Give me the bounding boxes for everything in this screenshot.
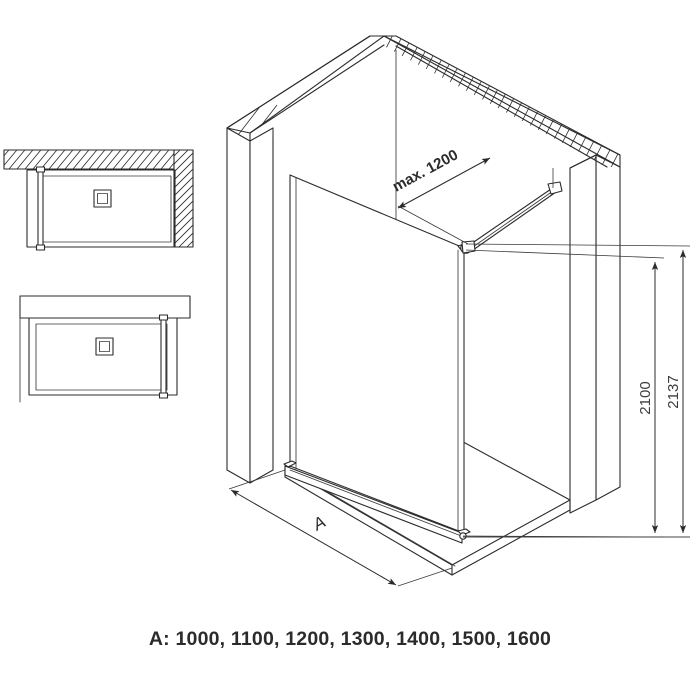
inset2-glass-panel xyxy=(158,314,169,399)
options-caption: A: 1000, 1100, 1200, 1300, 1400, 1500, 1… xyxy=(148,628,552,650)
inset1-tray xyxy=(26,169,176,248)
dimension-bar-max-label: max. 1200 xyxy=(390,146,461,195)
left-wall xyxy=(226,35,385,484)
inset2-drain-symbol xyxy=(95,337,114,356)
stabiliser-bar xyxy=(461,181,563,254)
inset2-tray xyxy=(28,317,178,396)
inset1-glass-panel xyxy=(35,166,46,251)
inset-plan-view-recess xyxy=(3,149,194,251)
ceiling-corner xyxy=(226,35,621,249)
right-wall xyxy=(383,35,621,514)
glass-panel xyxy=(283,174,475,544)
inset1-drain-symbol xyxy=(93,189,112,208)
dimension-height-2137-label: 2137 xyxy=(665,375,682,408)
dimension-height-2100-label: 2100 xyxy=(637,381,654,414)
dimension-width-a-label: A xyxy=(309,512,329,535)
inset1-wall-right xyxy=(173,149,194,248)
inset-plan-view-open xyxy=(19,295,191,403)
